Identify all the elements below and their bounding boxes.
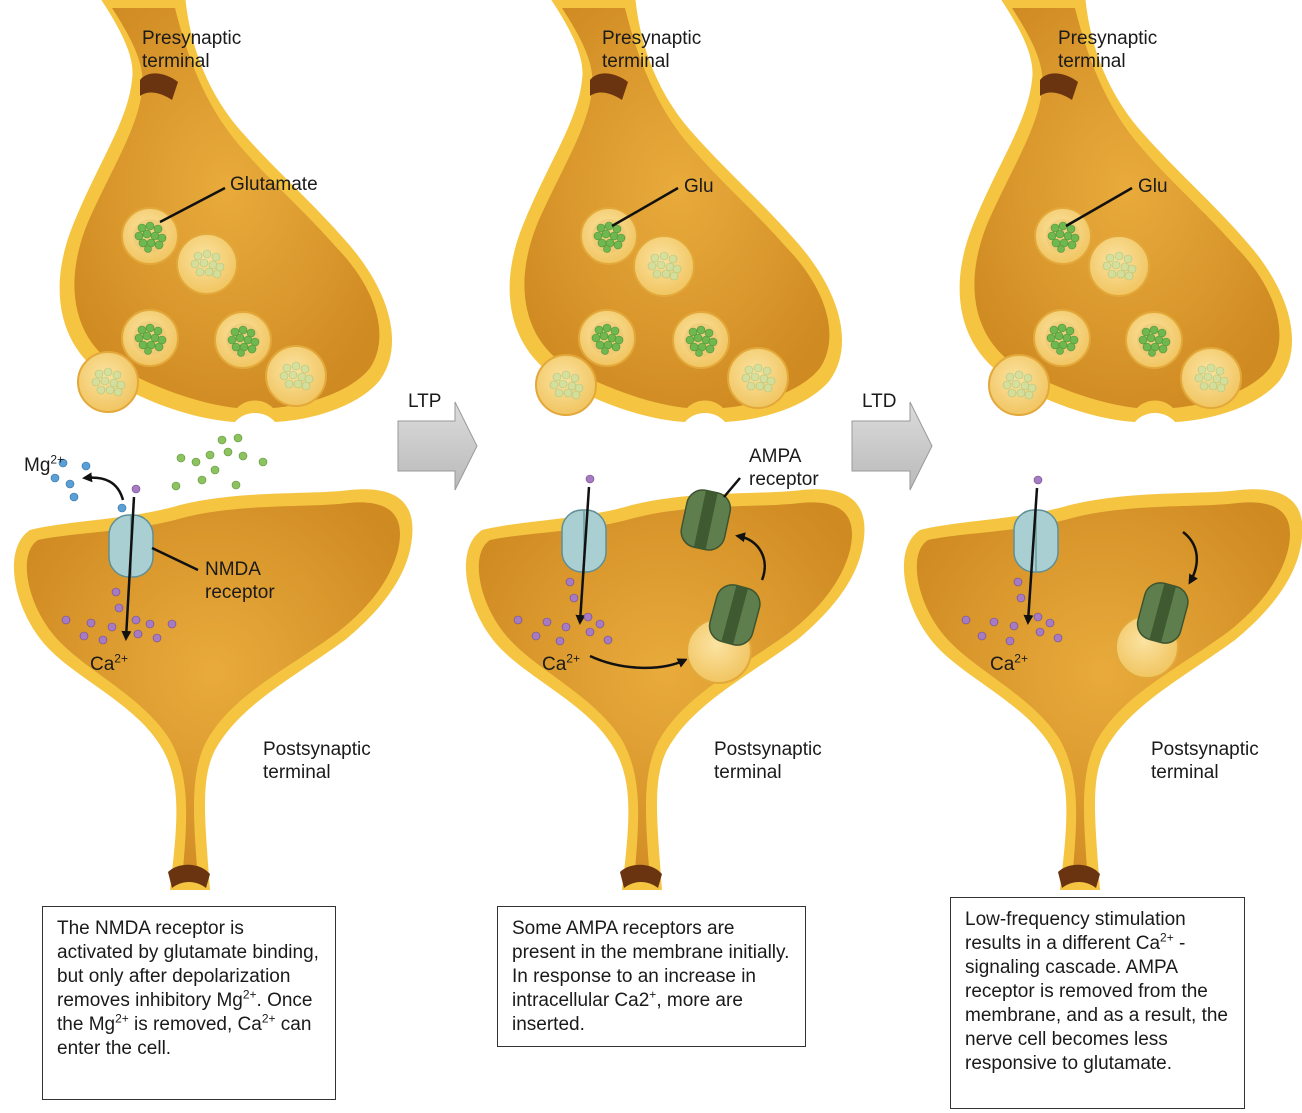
postsynaptic-terminal — [904, 489, 1302, 890]
caption-superscript: 2+ — [243, 988, 257, 1002]
caption-ampa-insertion: Some AMPA receptors are present in the m… — [497, 906, 806, 1047]
glutamate-bound — [132, 485, 140, 493]
caption-superscript: 2+ — [115, 1012, 129, 1026]
vesicle — [1089, 236, 1149, 296]
postsynaptic-terminal — [466, 489, 865, 890]
presynaptic-label: Presynaptic terminal — [142, 27, 282, 73]
vesicle — [1181, 348, 1241, 408]
postsynaptic-label: Postsynaptic terminal — [714, 738, 854, 784]
ca-symbol: Ca — [90, 654, 114, 675]
ca-symbol: Ca — [990, 654, 1014, 675]
vesicle — [122, 310, 178, 366]
vesicle — [177, 234, 237, 294]
caption-text: Low-frequency stimulation results in a d… — [965, 909, 1186, 954]
mg-charge: 2+ — [50, 453, 64, 467]
ca-charge: 2+ — [114, 652, 128, 666]
ca-charge: 2+ — [1014, 652, 1028, 666]
ltp-label: LTP — [408, 390, 441, 413]
vesicle — [536, 355, 596, 415]
vesicle — [78, 352, 138, 412]
caption-superscript: 2+ — [262, 1012, 276, 1026]
glu-label: Glu — [1138, 175, 1168, 198]
glutamate-label: Glutamate — [230, 173, 318, 196]
vesicle — [989, 355, 1049, 415]
vesicle — [673, 312, 729, 368]
ca-label: Ca2+ — [542, 653, 580, 676]
presynaptic-label: Presynaptic terminal — [602, 27, 742, 73]
ltd-label: LTD — [862, 390, 896, 413]
vesicle — [215, 312, 271, 368]
mg-label: Mg2+ — [24, 454, 64, 477]
ltd-block-arrow — [852, 402, 932, 490]
released-glutamate — [172, 434, 267, 490]
ca-label: Ca2+ — [90, 653, 128, 676]
glutamate-bound — [1034, 476, 1042, 484]
vesicle — [266, 346, 326, 406]
postsynaptic-label: Postsynaptic terminal — [263, 738, 403, 784]
caption-text: is removed, Ca — [129, 1014, 262, 1035]
presynaptic-label: Presynaptic terminal — [1058, 27, 1198, 73]
ca-symbol: Ca — [542, 654, 566, 675]
mg-symbol: Mg — [24, 455, 50, 476]
nmda-label: NMDA receptor — [205, 558, 305, 604]
caption-superscript: 2+ — [1160, 931, 1174, 945]
postsynaptic-label: Postsynaptic terminal — [1151, 738, 1291, 784]
caption-nmda: The NMDA receptor is activated by glutam… — [42, 906, 336, 1100]
vesicle — [1034, 310, 1090, 366]
ca-charge: 2+ — [566, 652, 580, 666]
vesicle — [579, 310, 635, 366]
vesicle — [634, 236, 694, 296]
glu-label: Glu — [684, 175, 714, 198]
ltp-block-arrow — [398, 402, 477, 490]
postsynaptic-terminal — [14, 489, 413, 890]
ampa-label: AMPA receptor — [749, 445, 839, 491]
caption-ltd: Low-frequency stimulation results in a d… — [950, 897, 1245, 1109]
glutamate-bound — [586, 475, 594, 483]
ca-label: Ca2+ — [990, 653, 1028, 676]
vesicle — [728, 348, 788, 408]
mg-removal-arrow — [85, 478, 123, 500]
vesicle — [1126, 312, 1182, 368]
caption-text: -signaling cascade. AMPA receptor is rem… — [965, 933, 1228, 1074]
